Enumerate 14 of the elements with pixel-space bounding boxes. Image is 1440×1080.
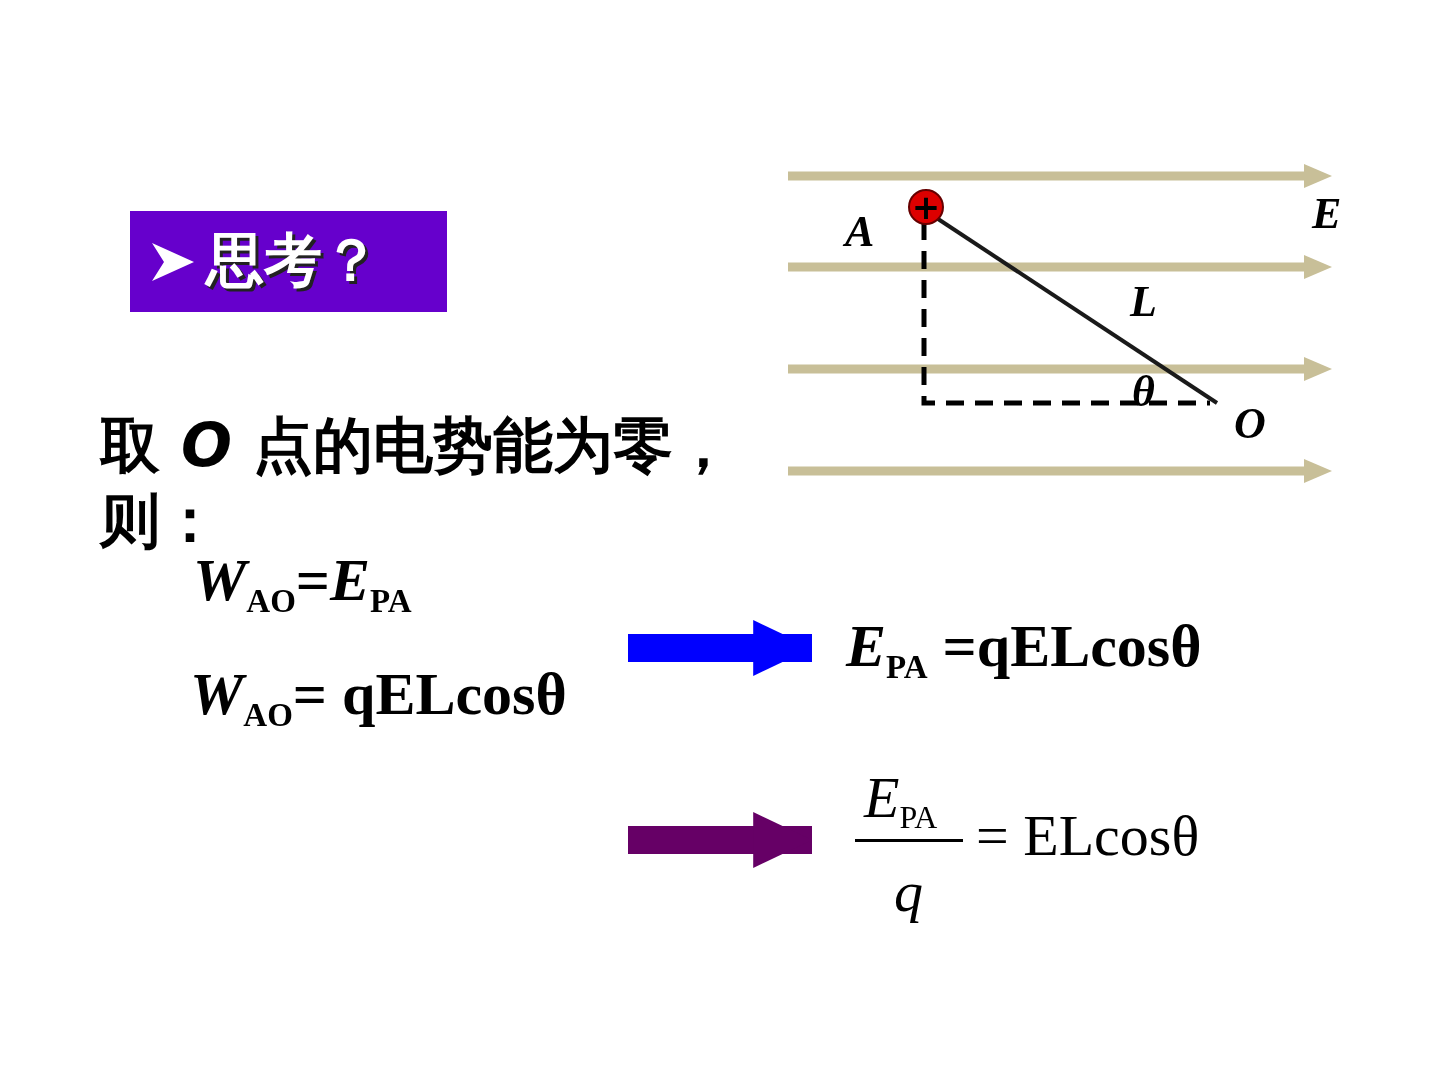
point-label: O xyxy=(1234,402,1266,446)
angle-label: θ xyxy=(1132,370,1155,414)
block-arrow xyxy=(628,812,812,868)
denominator: q xyxy=(894,863,923,921)
formula: W$_{AO}$= qELcosθ xyxy=(190,664,567,732)
formula: = ELcosθ xyxy=(976,807,1200,865)
length-label: L xyxy=(1130,280,1157,324)
numerator: E$_{PA}$ xyxy=(864,769,938,835)
formula: E$_{PA}$ =qELcosθ xyxy=(846,616,1202,684)
title-text: 思考？ xyxy=(206,229,380,293)
positive-charge: + xyxy=(908,189,944,225)
block-arrow xyxy=(628,620,812,676)
title-banner xyxy=(130,211,447,312)
field-label: E xyxy=(1312,192,1342,236)
